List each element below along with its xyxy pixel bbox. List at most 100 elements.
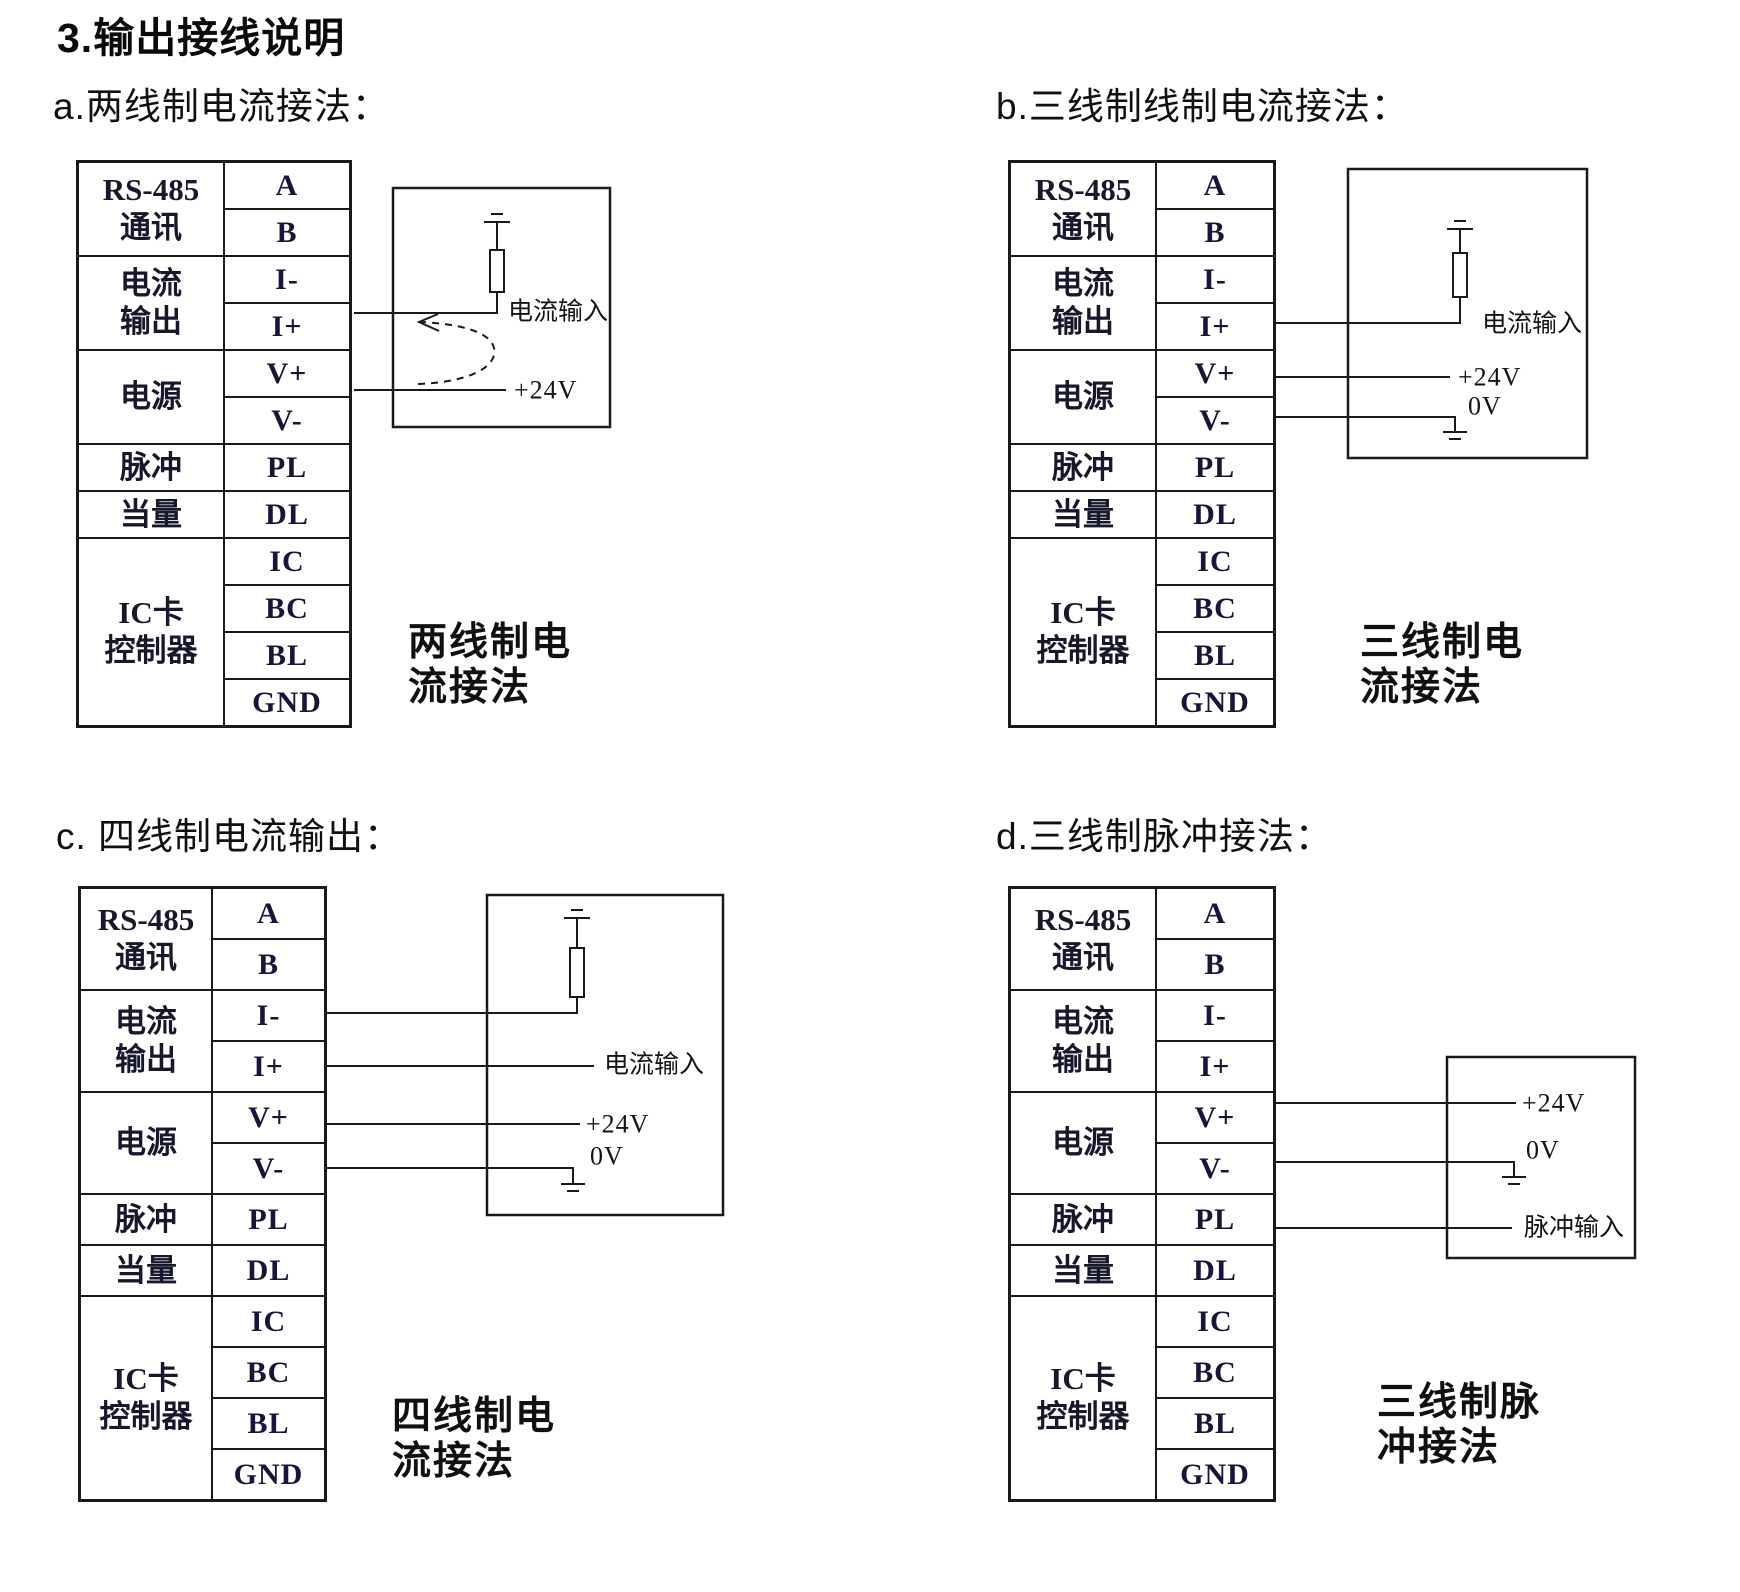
terminal-group-cell: 电流 输出 [1010,256,1156,350]
terminal-cell: I- [212,990,325,1041]
terminal-cell: GND [224,679,350,726]
terminal-cell: I+ [1156,1041,1274,1092]
terminal-group-cell: IC卡 控制器 [1010,1296,1156,1500]
terminal-cell: A [212,888,325,939]
wiring-diagram-b: 电流输入 +24V 0V [1276,167,1589,460]
terminal-cell: BC [1156,1347,1274,1398]
label-plus24v: +24V [586,1110,649,1139]
terminal-group-cell: 电源 [80,1092,212,1194]
terminal-cell: I+ [224,303,350,350]
label-current-input: 电流输入 [1482,310,1582,338]
section-heading-c: c. 四线制电流输出： [56,816,403,857]
terminal-group-cell: 脉冲 [80,1194,212,1245]
terminal-group-cell: 电流 输出 [78,256,224,350]
terminal-cell: IC [224,538,350,585]
terminal-cell: BC [212,1347,325,1398]
terminal-group-cell: IC卡 控制器 [80,1296,212,1500]
terminal-table-c: RS-485 通讯 电流 输出 电源 脉冲 当量 IC卡 控制器 A B I- … [78,886,327,1502]
external-device-box [391,186,612,429]
section-heading-b: b.三线制线制电流接法： [996,86,1409,127]
terminal-table-d: RS-485 通讯 电流 输出 电源 脉冲 当量 IC卡 控制器 A B I- … [1008,886,1276,1502]
ground-icon [1447,220,1473,253]
terminal-cell: GND [1156,1449,1274,1500]
wire-i-minus [325,997,578,1014]
terminal-group-cell: 当量 [80,1245,212,1296]
wire-v-minus [325,1167,574,1184]
diagram-caption-c: 四线制电 流接法 [392,1395,557,1483]
terminal-cell: PL [224,444,350,491]
terminal-table-a: RS-485 通讯 电流 输出 电源 脉冲 当量 IC卡 控制器 A B I- … [76,160,352,728]
terminal-group-cell: 电源 [1010,350,1156,444]
diagram-caption-a: 两线制电 流接法 [408,621,573,709]
diagram-caption-d: 三线制脉 冲接法 [1377,1381,1542,1469]
terminal-cell: I+ [1156,303,1274,350]
external-device-box [1445,1055,1637,1260]
page-title: 3.输出接线说明 [57,15,346,61]
external-device-box [485,893,725,1217]
terminal-group-cell: 电流 输出 [80,990,212,1092]
terminal-cell: BC [224,585,350,632]
external-device-box [1346,167,1589,460]
terminal-cell: V+ [212,1092,325,1143]
terminal-group-cell: 当量 [1010,1245,1156,1296]
terminal-cell: DL [212,1245,325,1296]
terminal-cell: V- [1156,397,1274,444]
ground-icon [1443,431,1467,440]
wiring-diagram-d: +24V 0V 脉冲输入 [1276,1055,1637,1260]
wire-v-minus [1276,1161,1515,1177]
terminal-cell: I+ [212,1041,325,1092]
terminal-cell: A [1156,162,1274,209]
terminal-cell: V- [1156,1143,1274,1194]
label-0v: 0V [1526,1136,1560,1165]
label-pulse-input: 脉冲输入 [1524,1214,1624,1242]
terminal-cell: B [1156,209,1274,256]
terminal-group-cell: RS-485 通讯 [1010,888,1156,990]
label-plus24v: +24V [514,376,577,405]
terminal-group-cell: 脉冲 [1010,1194,1156,1245]
wiring-diagram-c: 电流输入 +24V 0V [325,893,725,1217]
ground-icon [561,1183,585,1192]
terminal-cell: V- [212,1143,325,1194]
terminal-cell: B [212,939,325,990]
terminal-group-cell: 脉冲 [1010,444,1156,491]
terminal-group-cell: RS-485 通讯 [78,162,224,256]
terminal-cell: I- [1156,256,1274,303]
terminal-cell: DL [224,491,350,538]
terminal-group-cell: RS-485 通讯 [80,888,212,990]
terminal-cell: BL [212,1398,325,1449]
terminal-cell: B [1156,939,1274,990]
resistor [1452,252,1468,298]
resistor [489,249,505,293]
terminal-group-cell: 当量 [1010,491,1156,538]
terminal-group-cell: 电流 输出 [1010,990,1156,1092]
terminal-cell: DL [1156,491,1274,538]
terminal-cell: I- [1156,990,1274,1041]
ground-icon [1502,1176,1526,1185]
wire-i-plus [354,292,498,314]
terminal-cell: V+ [1156,350,1274,397]
terminal-cell: DL [1156,1245,1274,1296]
terminal-cell: PL [1156,1194,1274,1245]
terminal-cell: BL [1156,1398,1274,1449]
terminal-cell: A [1156,888,1274,939]
terminal-cell: IC [1156,538,1274,585]
terminal-group-cell: 脉冲 [78,444,224,491]
terminal-cell: GND [1156,679,1274,726]
ground-icon [484,213,510,250]
terminal-cell: IC [1156,1296,1274,1347]
section-heading-a: a.两线制电流接法： [53,86,390,127]
terminal-cell: V+ [224,350,350,397]
label-0v: 0V [1468,392,1502,421]
terminal-cell: GND [212,1449,325,1500]
terminal-cell: PL [212,1194,325,1245]
terminal-cell: I- [224,256,350,303]
resistor [569,947,585,998]
terminal-table-b: RS-485 通讯 电流 输出 电源 脉冲 当量 IC卡 控制器 A B I- … [1008,160,1276,728]
terminal-group-cell: 电源 [78,350,224,444]
terminal-cell: A [224,162,350,209]
terminal-cell: IC [212,1296,325,1347]
terminal-cell: B [224,209,350,256]
terminal-group-cell: IC卡 控制器 [78,538,224,726]
label-plus24v: +24V [1458,363,1521,392]
terminal-group-cell: 电源 [1010,1092,1156,1194]
